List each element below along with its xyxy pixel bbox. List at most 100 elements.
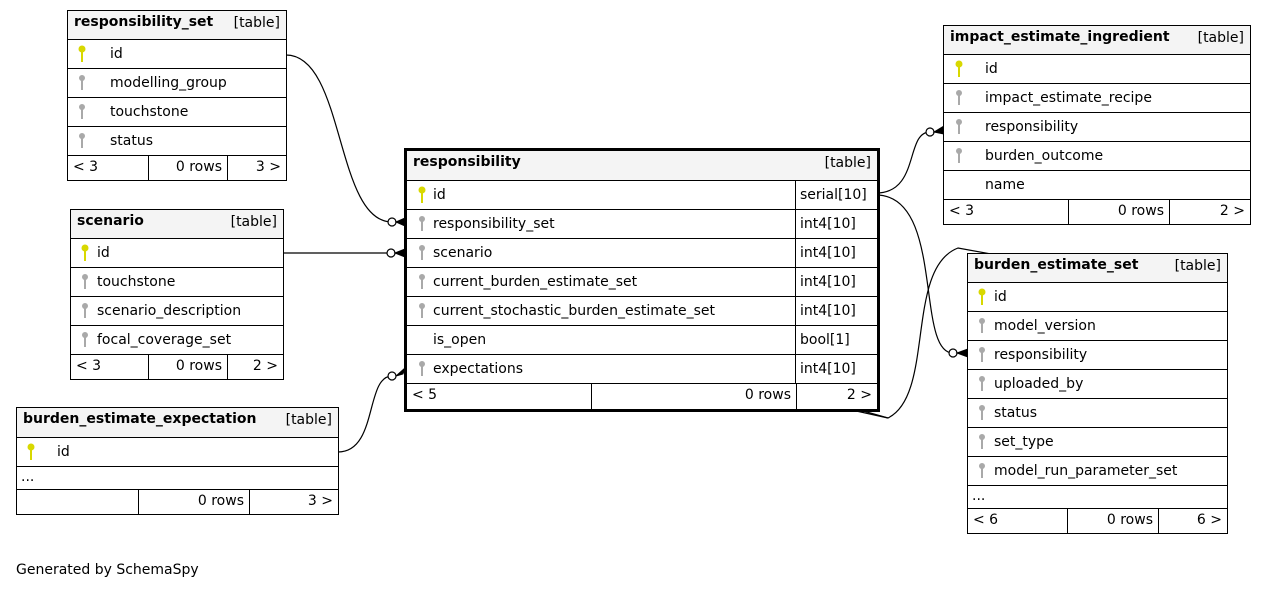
column-name: focal_coverage_set xyxy=(97,332,232,348)
column-type: bool[1] xyxy=(795,326,850,354)
table-scenario[interactable]: scenario [table] id touchstone scenario_… xyxy=(70,209,284,380)
table-footer: < 6 0 rows 6 > xyxy=(968,509,1227,533)
key-icon xyxy=(82,303,88,318)
key-icon xyxy=(979,376,985,391)
table-row[interactable]: modelling_group xyxy=(68,69,286,98)
table-row[interactable]: status xyxy=(68,127,286,156)
table-row[interactable]: scenario_description xyxy=(71,297,283,326)
table-header: responsibility_set [table] xyxy=(68,11,286,40)
table-header: impact_estimate_ingredient [table] xyxy=(944,26,1250,55)
table-row[interactable]: id xyxy=(944,55,1250,84)
column-name: responsibility xyxy=(994,347,1088,363)
table-burden-estimate-expectation[interactable]: burden_estimate_expectation [table] id .… xyxy=(16,407,339,515)
table-type: [table] xyxy=(233,15,280,31)
table-type: [table] xyxy=(1197,30,1244,46)
footer-children[interactable]: 2 > xyxy=(846,387,872,403)
table-row[interactable]: expectations int4[10] xyxy=(407,355,877,384)
table-row[interactable]: focal_coverage_set xyxy=(71,326,283,355)
table-row[interactable]: scenario int4[10] xyxy=(407,239,877,268)
table-row[interactable]: name xyxy=(944,171,1250,200)
table-row[interactable]: id serial[10] xyxy=(407,181,877,210)
key-icon xyxy=(82,332,88,347)
footer-children[interactable]: 2 > xyxy=(1219,203,1245,219)
table-type: [table] xyxy=(230,214,277,230)
table-footer: < 3 0 rows 3 > xyxy=(68,156,286,180)
table-row[interactable]: impact_estimate_recipe xyxy=(944,84,1250,113)
footer-children[interactable]: 3 > xyxy=(255,159,281,175)
table-name: scenario xyxy=(77,213,144,229)
table-header: burden_estimate_expectation [table] xyxy=(17,408,338,438)
column-name: id xyxy=(994,289,1007,305)
table-row[interactable]: responsibility_set int4[10] xyxy=(407,210,877,239)
table-burden-estimate-set[interactable]: burden_estimate_set [table] id model_ver… xyxy=(967,253,1228,534)
footer-rows: 0 rows xyxy=(138,490,250,514)
key-icon xyxy=(956,90,962,105)
table-row[interactable]: current_burden_estimate_set int4[10] xyxy=(407,268,877,297)
column-type: serial[10] xyxy=(795,181,867,209)
key-icon xyxy=(956,119,962,134)
footer-parents[interactable]: < 3 xyxy=(949,203,975,219)
footer-children[interactable]: 3 > xyxy=(307,493,333,509)
table-row[interactable]: id xyxy=(71,239,283,268)
generated-by-credit: Generated by SchemaSpy xyxy=(16,562,199,578)
column-name: id xyxy=(433,187,446,203)
table-footer: 0 rows 3 > xyxy=(17,490,338,514)
column-name: touchstone xyxy=(97,274,176,290)
table-row[interactable]: id xyxy=(68,40,286,69)
table-header: scenario [table] xyxy=(71,210,283,239)
column-name: id xyxy=(110,46,123,62)
column-name: uploaded_by xyxy=(994,376,1084,392)
table-header: burden_estimate_set [table] xyxy=(968,254,1227,283)
relation-impact-responsibility xyxy=(875,131,931,194)
footer-children[interactable]: 2 > xyxy=(252,358,278,374)
table-row[interactable]: uploaded_by xyxy=(968,370,1227,399)
column-name: status xyxy=(110,133,154,149)
column-type: int4[10] xyxy=(795,297,856,325)
table-row[interactable]: current_stochastic_burden_estimate_set i… xyxy=(407,297,877,326)
footer-parents[interactable]: < 3 xyxy=(76,358,102,374)
table-row[interactable]: id xyxy=(968,283,1227,312)
relation-burden-responsibility xyxy=(875,194,954,354)
table-row[interactable]: burden_outcome xyxy=(944,142,1250,171)
key-icon xyxy=(418,186,426,203)
table-row[interactable]: is_open bool[1] xyxy=(407,326,877,355)
table-responsibility-set[interactable]: responsibility_set [table] id modelling_… xyxy=(67,10,287,181)
table-row[interactable]: status xyxy=(968,399,1227,428)
table-row[interactable]: model_run_parameter_set xyxy=(968,457,1227,486)
footer-children[interactable]: 6 > xyxy=(1196,512,1222,528)
table-row[interactable]: touchstone xyxy=(71,268,283,297)
table-header: responsibility [table] xyxy=(407,151,877,181)
footer-parents[interactable]: < 5 xyxy=(412,387,438,403)
footer-rows: 0 rows xyxy=(148,355,228,379)
column-name: id xyxy=(57,444,70,460)
key-icon xyxy=(419,361,425,376)
table-row[interactable]: responsibility xyxy=(944,113,1250,142)
table-row[interactable]: responsibility xyxy=(968,341,1227,370)
footer-rows: 0 rows xyxy=(148,156,228,180)
key-icon xyxy=(419,245,425,260)
key-icon xyxy=(956,148,962,163)
column-type: int4[10] xyxy=(795,210,856,238)
table-row[interactable]: model_version xyxy=(968,312,1227,341)
table-name: responsibility_set xyxy=(74,14,214,30)
footer-rows: 0 rows xyxy=(1068,200,1170,224)
footer-parents[interactable]: < 6 xyxy=(973,512,999,528)
footer-parents[interactable] xyxy=(17,490,138,514)
table-row[interactable]: set_type xyxy=(968,428,1227,457)
table-footer: < 3 0 rows 2 > xyxy=(71,355,283,379)
table-row[interactable]: touchstone xyxy=(68,98,286,127)
table-footer: < 3 0 rows 2 > xyxy=(944,200,1250,224)
column-name: responsibility_set xyxy=(433,216,555,232)
key-icon xyxy=(27,443,35,460)
footer-parents[interactable]: < 3 xyxy=(73,159,99,175)
table-type: [table] xyxy=(824,155,871,171)
table-name: burden_estimate_set xyxy=(974,257,1139,273)
column-name: scenario xyxy=(433,245,493,261)
table-impact-estimate-ingredient[interactable]: impact_estimate_ingredient [table] id im… xyxy=(943,25,1251,225)
table-type: [table] xyxy=(1174,258,1221,274)
table-responsibility[interactable]: responsibility [table] id serial[10] res… xyxy=(404,148,880,412)
column-name: burden_outcome xyxy=(985,148,1104,164)
relation-current-burden xyxy=(419,247,1229,419)
key-icon xyxy=(978,288,986,305)
table-row[interactable]: id xyxy=(17,438,338,467)
